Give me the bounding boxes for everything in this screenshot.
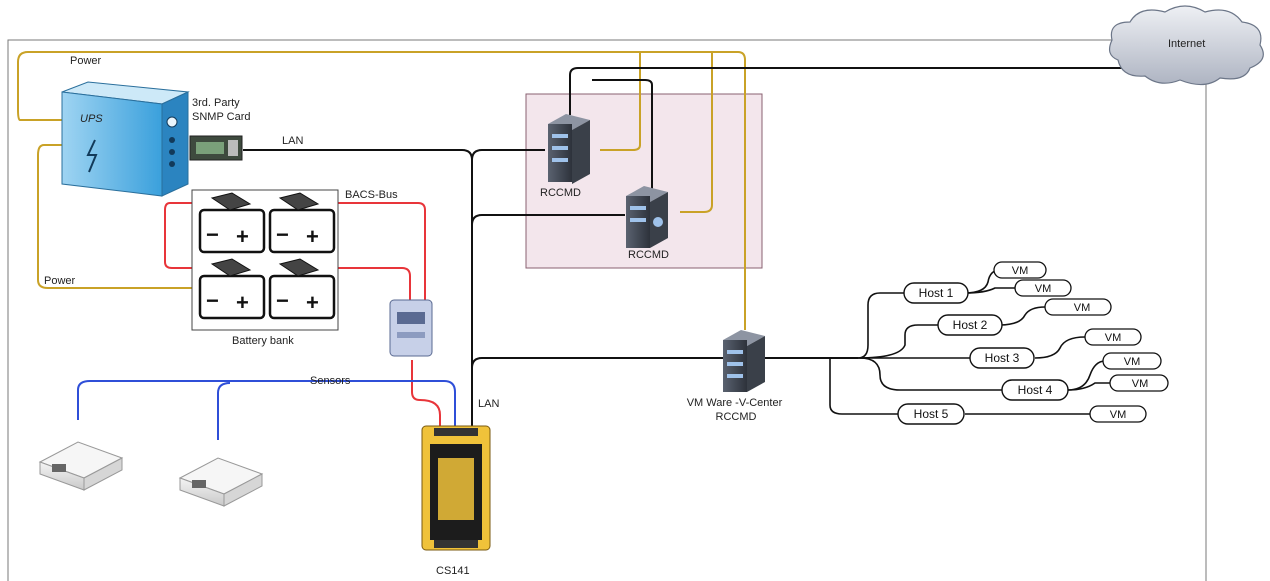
- lan-label-bottom: LAN: [478, 398, 499, 410]
- vm-node: [1014, 279, 1072, 297]
- vcenter-server-icon: [723, 330, 765, 392]
- lan-lines: [243, 67, 1125, 430]
- ups-label: UPS: [80, 113, 103, 125]
- sensor-icon: [38, 441, 124, 491]
- snmp-card-line1: 3rd. Party: [192, 97, 240, 109]
- svg-text:−: −: [276, 288, 289, 313]
- vcenter-label: VM Ware -V-Center RCCMD: [687, 397, 786, 423]
- power-lines: [17, 51, 746, 330]
- svg-text:−: −: [206, 288, 219, 313]
- host-node: [897, 403, 965, 425]
- internet-label: Internet: [1168, 38, 1205, 50]
- internet-cloud: [1108, 5, 1264, 86]
- cs141-label: CS141: [436, 565, 470, 577]
- rccmd-label-2: RCCMD: [628, 249, 669, 261]
- vm-label: VM: [1012, 265, 1029, 277]
- vm-node: [1044, 298, 1112, 316]
- battery-bank-icon: − + − + − + − +: [198, 192, 336, 320]
- lan-label-top: LAN: [282, 135, 303, 147]
- vm-label: VM: [1035, 283, 1052, 295]
- svg-text:+: +: [306, 224, 319, 249]
- vm-label: VM: [1105, 332, 1122, 344]
- host-branch-lines: [829, 269, 1110, 415]
- host-node: [937, 314, 1003, 336]
- vcenter-label-line1: VM Ware -V-Center: [687, 397, 783, 409]
- bacs-converter-icon: [389, 299, 433, 357]
- host-nodes: Host 1 Host 2 Host 3 Host 4 Host 5: [897, 282, 1069, 425]
- vm-label: VM: [1132, 378, 1149, 390]
- sensors-label: Sensors: [310, 375, 351, 387]
- host-label: Host 1: [919, 286, 954, 300]
- host-label: Host 2: [953, 318, 988, 332]
- power-label-top: Power: [70, 55, 102, 67]
- svg-text:+: +: [236, 224, 249, 249]
- bacs-bus-label: BACS-Bus: [345, 189, 398, 201]
- power-label-bottom: Power: [44, 275, 76, 287]
- vcenter-label-line2: RCCMD: [716, 411, 757, 423]
- battery-bank-label: Battery bank: [232, 335, 294, 347]
- vm-label: VM: [1110, 409, 1127, 421]
- svg-text:−: −: [206, 222, 219, 247]
- vm-node: [993, 261, 1047, 279]
- vm-node: [1089, 405, 1147, 423]
- rccmd-server-icon: [548, 114, 590, 184]
- vm-label: VM: [1124, 356, 1141, 368]
- vm-label: VM: [1074, 302, 1091, 314]
- vm-nodes: VM VM VM VM VM VM VM: [993, 261, 1169, 423]
- ups-icon: [61, 81, 190, 197]
- sensor-icon: [178, 457, 264, 507]
- snmp-card-label: 3rd. Party SNMP Card: [192, 97, 250, 123]
- host-label: Host 4: [1018, 383, 1053, 397]
- cs141-device-icon: [421, 425, 491, 551]
- host-label: Host 5: [914, 407, 949, 421]
- host-label: Host 3: [985, 351, 1020, 365]
- sensor-lines: [77, 380, 456, 440]
- svg-text:−: −: [276, 222, 289, 247]
- rccmd-label-1: RCCMD: [540, 187, 581, 199]
- rccmd-server-icon: [626, 186, 668, 248]
- snmp-card-line2: SNMP Card: [192, 111, 250, 123]
- host-node: [969, 347, 1035, 369]
- host-node: [1001, 379, 1069, 401]
- snmp-card-icon: [189, 135, 243, 161]
- host-node: [903, 282, 969, 304]
- vm-node: [1109, 374, 1169, 392]
- svg-text:+: +: [306, 290, 319, 315]
- vm-node: [1084, 328, 1142, 346]
- vm-node: [1102, 352, 1162, 370]
- outer-frame: [7, 39, 1207, 581]
- svg-text:+: +: [236, 290, 249, 315]
